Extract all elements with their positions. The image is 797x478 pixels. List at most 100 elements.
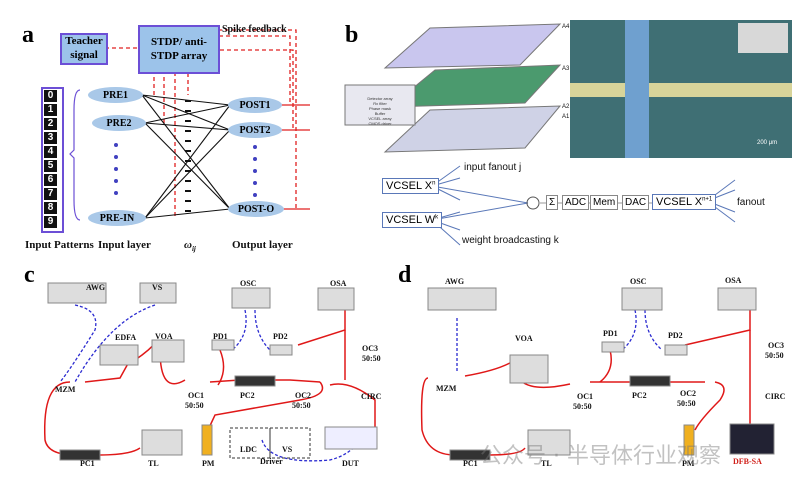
neuron-post2: POST2 <box>228 122 282 138</box>
split-ratio: 50:50 <box>677 399 696 408</box>
vcsel-out-text: VCSEL X <box>656 196 703 208</box>
digit: 4 <box>44 146 57 158</box>
input-fanout-label: input fanout j <box>464 162 522 173</box>
vcsel-w-text: VCSEL W <box>386 214 436 226</box>
instruments-c <box>47 282 378 461</box>
device-circ: CIRC <box>361 392 382 401</box>
device-osc: OSC <box>630 277 647 286</box>
device-oc2: OC2 <box>295 391 311 400</box>
device-mzm: MZM <box>55 385 76 394</box>
device-oc1: OC1 <box>577 392 593 401</box>
panel-label-d: d <box>398 262 412 288</box>
device-awg: AWG <box>445 277 465 286</box>
split-ratio: 50:50 <box>185 401 204 410</box>
vcsel-w-box: VCSEL Wk <box>382 212 443 228</box>
device-mzm: MZM <box>436 384 457 393</box>
device-tl: TL <box>541 459 552 468</box>
panel-label-a: a <box>22 22 34 48</box>
instruments-d <box>427 287 775 461</box>
device-dfb-sa: DFB-SA <box>733 457 762 466</box>
input-patterns-label: Input Patterns <box>25 239 94 251</box>
spike-feedback-label: Spike feedback <box>222 24 287 35</box>
teacher-signal-box: Teacher signal <box>60 33 108 65</box>
neuron-post-o: POST-O <box>228 201 284 217</box>
device-oc1: OC1 <box>188 391 204 400</box>
feedback-post2 <box>219 49 294 128</box>
stack-layer: Rx filter <box>373 101 387 106</box>
split-ratio: 50:50 <box>765 351 784 360</box>
stack-layer: Phase mask <box>368 106 391 111</box>
device-pm: PM <box>682 459 695 468</box>
device-pd1: PD1 <box>213 332 228 341</box>
device-oc2: OC2 <box>680 389 696 398</box>
layer-label: A4 <box>562 24 570 30</box>
feedback-post1 <box>219 35 291 102</box>
layer-stack-3d <box>344 23 562 153</box>
digit: 2 <box>44 118 57 130</box>
device-pc1: PC1 <box>80 459 95 468</box>
neuron-post1: POST1 <box>228 97 282 113</box>
dac-block: DAC <box>622 195 650 210</box>
scale-bar-label: 200 μm <box>757 140 778 146</box>
device-oc3: OC3 <box>362 344 378 353</box>
fanout-label: fanout <box>737 197 765 208</box>
panel-label-c: c <box>24 262 35 288</box>
device-pd1: PD1 <box>603 329 618 338</box>
mem-block: Mem <box>590 195 619 210</box>
stack-layer: Detector array <box>367 96 393 101</box>
device-ldc: LDC <box>240 445 257 454</box>
device-oc3: OC3 <box>768 341 784 350</box>
device-vs: VS <box>152 283 163 292</box>
watermark: 公众号 · 半导体行业观察 <box>480 444 721 469</box>
device-pm: PM <box>202 459 215 468</box>
stdp-array-box: STDP/ anti-STDP array <box>138 25 220 74</box>
digit: 7 <box>44 188 57 200</box>
input-patterns-column <box>41 87 64 233</box>
device-osa: OSA <box>725 276 742 285</box>
device-pd2: PD2 <box>668 331 683 340</box>
vcsel-w-sup: k <box>435 214 439 221</box>
vcsel-x-text: VCSEL X <box>386 180 433 192</box>
digit: 5 <box>44 160 57 172</box>
neuron-pre2: PRE2 <box>92 115 146 131</box>
neuron-pre-in: PRE-IN <box>88 210 146 226</box>
device-pc2: PC2 <box>632 391 647 400</box>
feedback-posto <box>219 29 297 208</box>
output-layer-label: Output layer <box>232 239 293 251</box>
digit: 9 <box>44 216 57 228</box>
neuron-pre1: PRE1 <box>88 87 143 103</box>
sum-block: Σ <box>546 195 559 210</box>
device-pc2: PC2 <box>240 391 255 400</box>
weight-symbol: ω <box>184 239 192 251</box>
stack-layer: VCSEL array <box>368 116 392 121</box>
weight-label: ωij <box>184 240 196 253</box>
device-pc1: PC1 <box>463 459 478 468</box>
device-osc: OSC <box>240 279 257 288</box>
vcsel-out-sup: n+1 <box>702 196 713 203</box>
input-layer-label: Input layer <box>98 239 151 251</box>
adc-block: ADC <box>562 195 590 210</box>
stack-layer: Buffer <box>374 111 386 116</box>
digit: 0 <box>44 90 57 102</box>
device-vs-driver: VS <box>282 445 293 454</box>
vcsel-out-box: VCSEL Xn+1 <box>652 194 717 210</box>
device-awg: AWG <box>86 283 106 292</box>
layer-label: A3 <box>562 66 570 72</box>
fiber-d <box>420 300 751 456</box>
digit: 1 <box>44 104 57 116</box>
device-voa: VOA <box>515 334 533 343</box>
device-circ: CIRC <box>765 392 786 401</box>
device-voa: VOA <box>155 332 173 341</box>
device-osa: OSA <box>330 279 347 288</box>
vcsel-x-box: VCSEL Xn <box>382 178 440 194</box>
stack-layer-list: Detector array Rx filter Phase mask Buff… <box>346 96 414 126</box>
split-ratio: 50:50 <box>362 354 381 363</box>
split-ratio: 50:50 <box>573 402 592 411</box>
driver-label: Driver <box>260 457 283 466</box>
electrical-d <box>456 309 663 372</box>
split-ratio: 50:50 <box>292 401 311 410</box>
layer-label: A2 <box>562 104 570 110</box>
layer-label: A1 <box>562 114 570 120</box>
device-edfa: EDFA <box>115 333 137 342</box>
